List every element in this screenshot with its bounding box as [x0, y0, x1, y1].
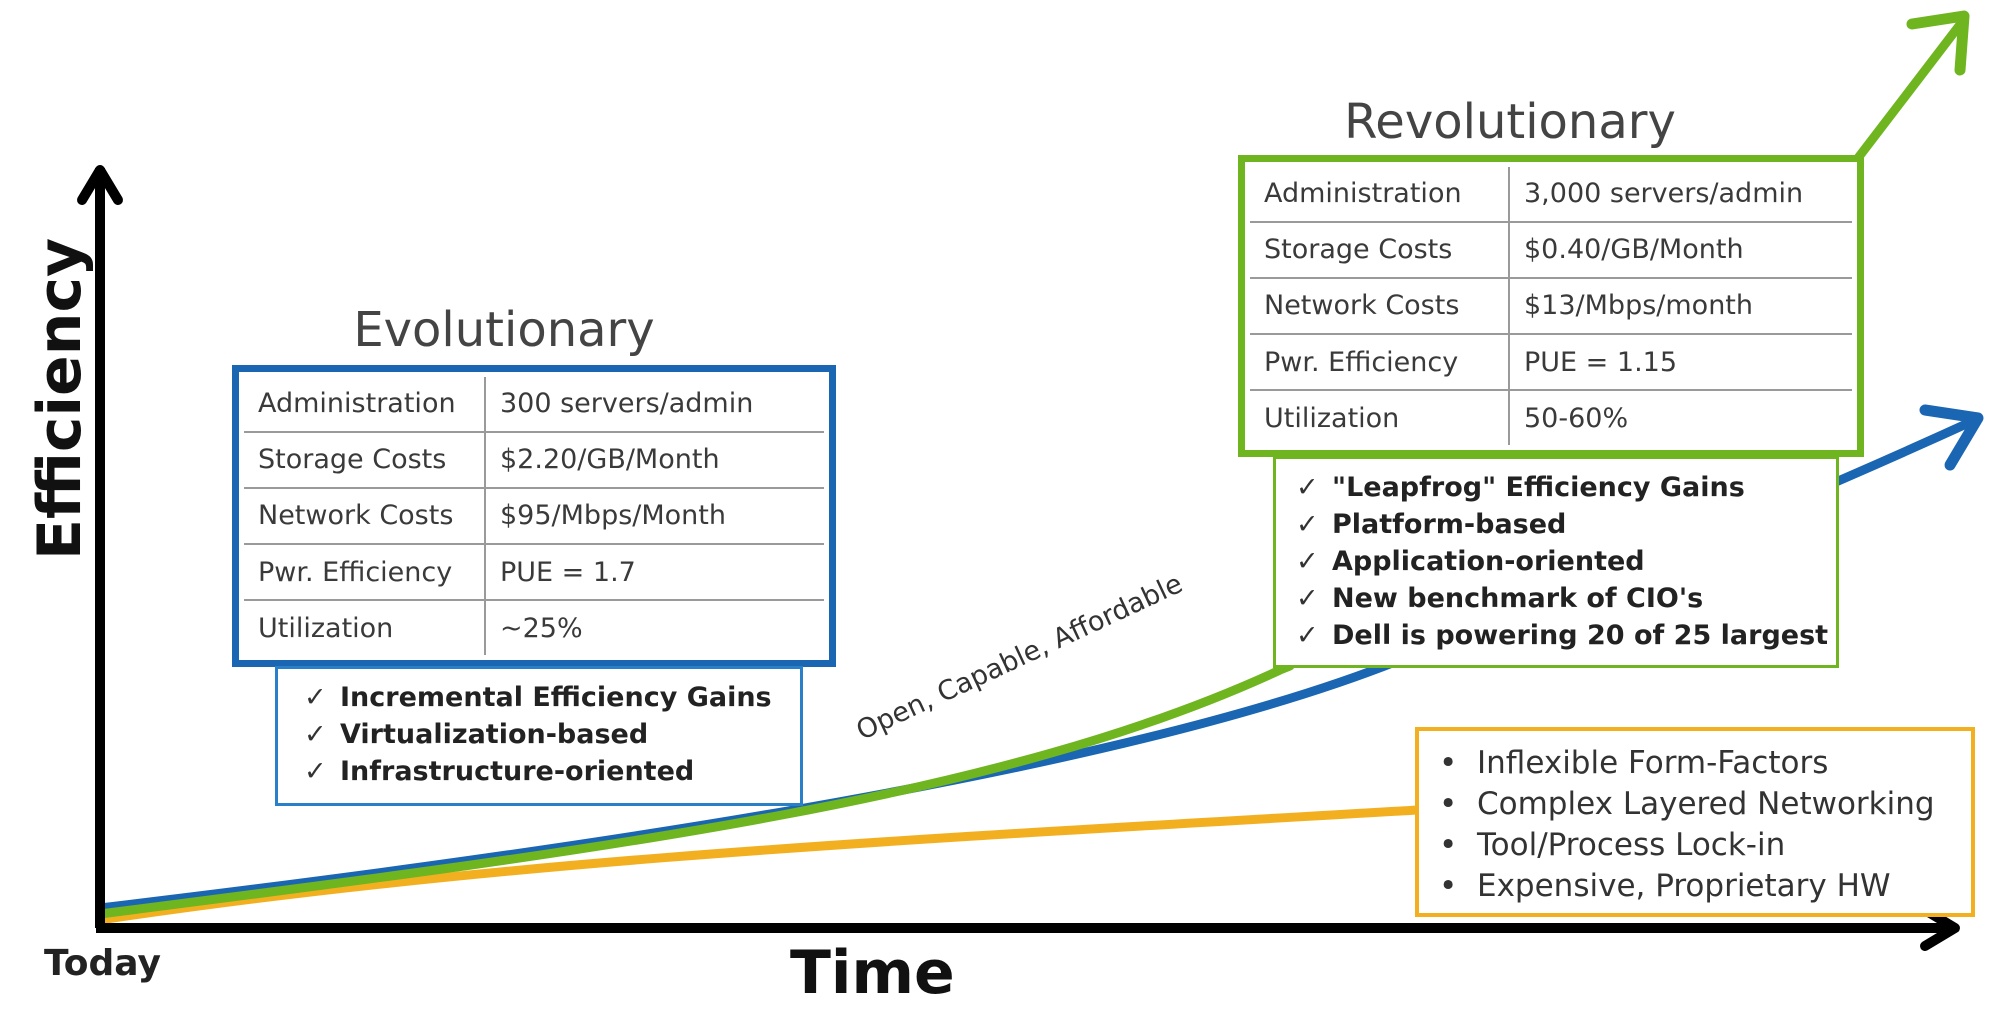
legacy-curve: [95, 805, 1423, 925]
evolutionary-metrics-box: Administration 300 servers/admin Storage…: [232, 365, 836, 667]
check-label: Incremental Efficiency Gains: [340, 682, 772, 713]
revolutionary-metrics-box: Administration 3,000 servers/admin Stora…: [1238, 155, 1864, 457]
table-row: Network Costs $13/Mbps/month: [1250, 276, 1852, 336]
revolutionary-title: Revolutionary: [1344, 94, 1676, 150]
legacy-item-label: Complex Layered Networking: [1477, 786, 1935, 822]
check-icon: ✓: [304, 719, 327, 750]
list-item: ✓ Dell is powering 20 of 25 largest: [1296, 617, 1836, 654]
metric-name: Utilization: [244, 599, 486, 655]
check-icon: ✓: [1296, 472, 1319, 503]
metric-name: Administration: [244, 377, 486, 433]
list-item: • Expensive, Proprietary HW: [1439, 866, 1971, 907]
list-item: ✓ Virtualization-based: [304, 716, 800, 753]
metric-name: Pwr. Efficiency: [244, 543, 486, 602]
metric-name: Storage Costs: [244, 430, 486, 489]
bullet-icon: •: [1439, 868, 1458, 904]
metric-name: Network Costs: [244, 486, 486, 546]
y-axis-label: Efficiency: [25, 237, 95, 560]
legacy-item-label: Tool/Process Lock-in: [1477, 827, 1786, 863]
x-axis-label: Time: [790, 938, 955, 1008]
list-item: • Complex Layered Networking: [1439, 784, 1971, 825]
metric-value: $0.40/GB/Month: [1508, 220, 1852, 279]
revolutionary-trend-line: [1853, 17, 1967, 163]
metric-name: Pwr. Efficiency: [1250, 333, 1510, 392]
legacy-item-label: Expensive, Proprietary HW: [1477, 868, 1891, 904]
evolutionary-metrics-table: Administration 300 servers/admin Storage…: [244, 377, 824, 655]
metric-name: Administration: [1250, 167, 1510, 223]
revolutionary-checklist: ✓ "Leapfrog" Efficiency Gains ✓ Platform-b…: [1273, 456, 1839, 668]
metric-name: Network Costs: [1250, 276, 1510, 336]
check-icon: ✓: [1296, 509, 1319, 540]
metric-value: $95/Mbps/Month: [484, 486, 824, 546]
metric-value: ~25%: [484, 599, 824, 655]
revolutionary-metrics-table: Administration 3,000 servers/admin Stora…: [1250, 167, 1852, 445]
origin-label: Today: [44, 943, 161, 984]
metric-value: PUE = 1.7: [484, 543, 824, 602]
list-item: • Inflexible Form-Factors: [1439, 743, 1971, 784]
list-item: ✓ "Leapfrog" Efficiency Gains: [1296, 469, 1836, 506]
list-item: ✓ Platform-based: [1296, 506, 1836, 543]
list-item: • Tool/Process Lock-in: [1439, 825, 1971, 866]
check-icon: ✓: [304, 682, 327, 713]
check-label: Virtualization-based: [340, 719, 649, 750]
table-row: Administration 3,000 servers/admin: [1250, 167, 1852, 223]
metric-value: $2.20/GB/Month: [484, 430, 824, 489]
check-icon: ✓: [1296, 583, 1319, 614]
check-label: Dell is powering 20 of 25 largest: [1332, 620, 1829, 651]
evolutionary-checklist: ✓ Incremental Efficiency Gains ✓ Virtualiz…: [275, 666, 803, 806]
metric-value: PUE = 1.15: [1508, 333, 1852, 392]
list-item: ✓ Infrastructure-oriented: [304, 753, 800, 790]
metric-name: Storage Costs: [1250, 220, 1510, 279]
check-icon: ✓: [304, 756, 327, 787]
check-label: Application-oriented: [1332, 546, 1645, 577]
table-row: Storage Costs $0.40/GB/Month: [1250, 220, 1852, 279]
revolutionary-curve: [95, 661, 1295, 919]
bullet-icon: •: [1439, 745, 1458, 781]
table-row: Utilization 50-60%: [1250, 389, 1852, 445]
table-row: Storage Costs $2.20/GB/Month: [244, 430, 824, 489]
evolutionary-arrowhead: [1919, 404, 1984, 471]
bullet-icon: •: [1439, 827, 1458, 863]
evolutionary-title: Evolutionary: [353, 302, 655, 358]
list-item: ✓ Incremental Efficiency Gains: [304, 679, 800, 716]
list-item: ✓ Application-oriented: [1296, 543, 1836, 580]
legacy-list-box: • Inflexible Form-Factors • Complex Layere…: [1415, 727, 1975, 917]
metric-name: Utilization: [1250, 389, 1510, 445]
table-row: Utilization ~25%: [244, 599, 824, 655]
legacy-item-label: Inflexible Form-Factors: [1477, 745, 1829, 781]
bullet-icon: •: [1439, 786, 1458, 822]
metric-value: $13/Mbps/month: [1508, 276, 1852, 336]
table-row: Pwr. Efficiency PUE = 1.7: [244, 543, 824, 602]
metric-value: 50-60%: [1508, 389, 1852, 445]
revolutionary-arrowhead: [1906, 10, 1970, 76]
y-axis-arrowhead: [77, 165, 123, 205]
check-label: Infrastructure-oriented: [340, 756, 695, 787]
table-row: Network Costs $95/Mbps/Month: [244, 486, 824, 546]
check-icon: ✓: [1296, 546, 1319, 577]
table-row: Administration 300 servers/admin: [244, 377, 824, 433]
check-label: "Leapfrog" Efficiency Gains: [1332, 472, 1745, 503]
check-label: New benchmark of CIO's: [1332, 583, 1704, 614]
metric-value: 300 servers/admin: [484, 377, 824, 433]
table-row: Pwr. Efficiency PUE = 1.15: [1250, 333, 1852, 392]
metric-value: 3,000 servers/admin: [1508, 167, 1852, 223]
check-icon: ✓: [1296, 620, 1319, 651]
check-label: Platform-based: [1332, 509, 1567, 540]
list-item: ✓ New benchmark of CIO's: [1296, 580, 1836, 617]
